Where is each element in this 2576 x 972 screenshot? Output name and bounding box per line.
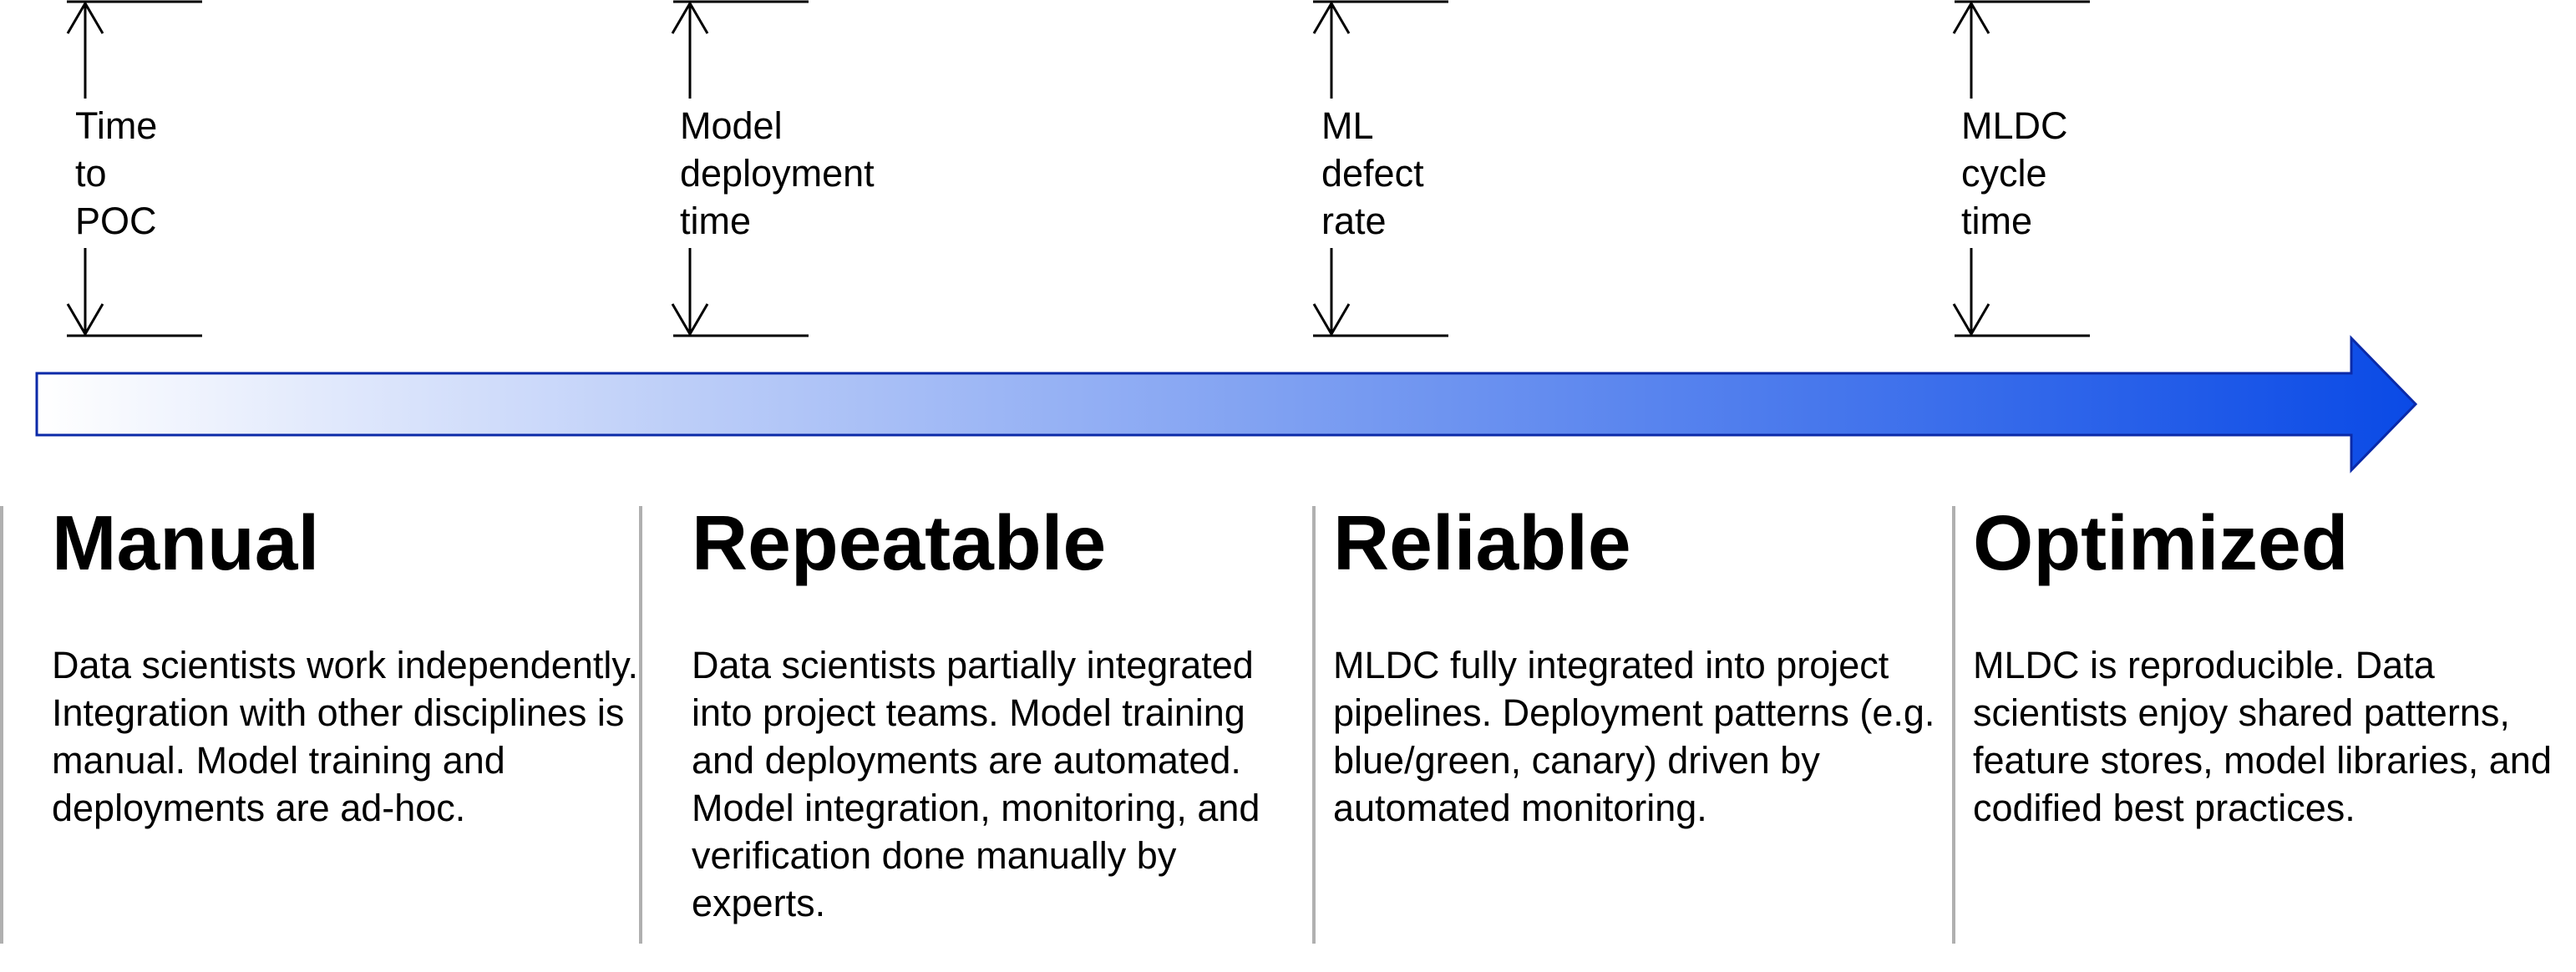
stage-reliable: Reliable MLDC fully integrated into proj… — [1333, 501, 1951, 832]
stage-title: Reliable — [1333, 499, 1631, 586]
down-arrowhead — [671, 303, 709, 337]
stage-repeatable: Repeatable Data scientists partially int… — [692, 501, 1310, 927]
up-arrowhead — [671, 1, 709, 34]
stage-optimized: Optimized MLDC is reproducible. Data sci… — [1973, 501, 2576, 832]
metric-label-model-deployment-time: Model deployment time — [680, 99, 981, 248]
stage-description: MLDC fully integrated into project pipel… — [1333, 644, 1935, 829]
up-arrowhead — [1952, 1, 1990, 34]
metric-label-mldc-cycle-time: MLDC cycle time — [1961, 99, 2262, 248]
down-arrowhead — [66, 303, 104, 337]
stage-manual: Manual Data scientists work independentl… — [52, 501, 670, 832]
down-arrowhead — [1312, 303, 1351, 337]
up-arrowhead — [66, 1, 104, 34]
metric-label-ml-defect-rate: ML defect rate — [1321, 99, 1622, 248]
progression-arrow — [35, 335, 2418, 473]
stage-title: Optimized — [1973, 499, 2349, 586]
stage-description: MLDC is reproducible. Data scientists en… — [1973, 644, 2552, 829]
stage-description: Data scientists partially integrated int… — [692, 644, 1260, 924]
up-arrowhead — [1312, 1, 1351, 34]
down-arrowhead — [1952, 303, 1990, 337]
stage-title: Manual — [52, 499, 320, 586]
stage-title: Repeatable — [692, 499, 1107, 586]
metric-label-time-to-poc: Time to POC — [75, 99, 376, 248]
stage-description: Data scientists work independently. Inte… — [52, 644, 639, 829]
